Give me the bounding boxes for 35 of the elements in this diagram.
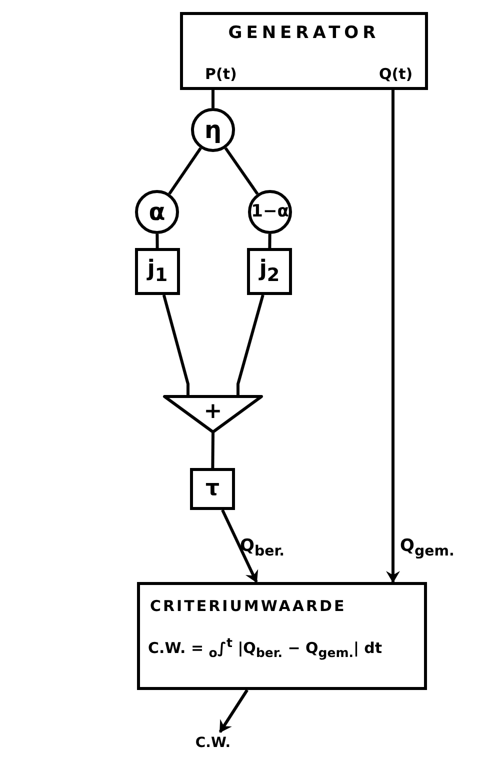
arrow	[218, 689, 248, 733]
edge-label: Q$_{gem.}$	[400, 536, 454, 560]
generator-box	[180, 12, 428, 90]
symbol-label: j$_{1}$	[147, 258, 168, 285]
symbol-label: η	[204, 118, 222, 142]
connector-line	[224, 147, 259, 195]
arrow	[221, 509, 258, 583]
summing-triangle	[163, 395, 263, 433]
delay-box	[190, 468, 235, 510]
connector-line	[162, 294, 190, 395]
heading: GENERATOR	[227, 23, 381, 43]
symbol-label: 1−α	[251, 204, 289, 220]
output-label: C.W.	[188, 732, 238, 754]
connector-line	[211, 432, 214, 468]
connector-line	[236, 294, 264, 395]
edge-label: Q$_{ber.}$	[240, 536, 285, 560]
formula: C.W. = $_{o}$∫$^{t}$ |Q$_{ber.}$ − Q$_{gem.}$| dt	[148, 635, 382, 660]
port-label: P(t)	[205, 65, 237, 83]
arrow	[386, 90, 400, 583]
heading: CRITERIUMWAARDE	[150, 597, 346, 615]
factor-circle	[135, 190, 179, 234]
criterion-box	[137, 582, 427, 690]
connector-line	[156, 234, 159, 248]
block-box	[247, 248, 292, 295]
connector-line	[168, 147, 202, 195]
symbol-label: τ	[205, 478, 220, 500]
symbol-label: +	[204, 401, 222, 423]
efficiency-circle	[191, 108, 235, 152]
symbol-label: α	[148, 200, 166, 224]
factor-circle	[248, 190, 292, 234]
port-label: Q(t)	[379, 65, 413, 83]
connector-line	[212, 90, 214, 108]
symbol-label: j$_{2}$	[259, 258, 280, 285]
connector-line	[268, 234, 272, 248]
block-box	[135, 248, 180, 295]
